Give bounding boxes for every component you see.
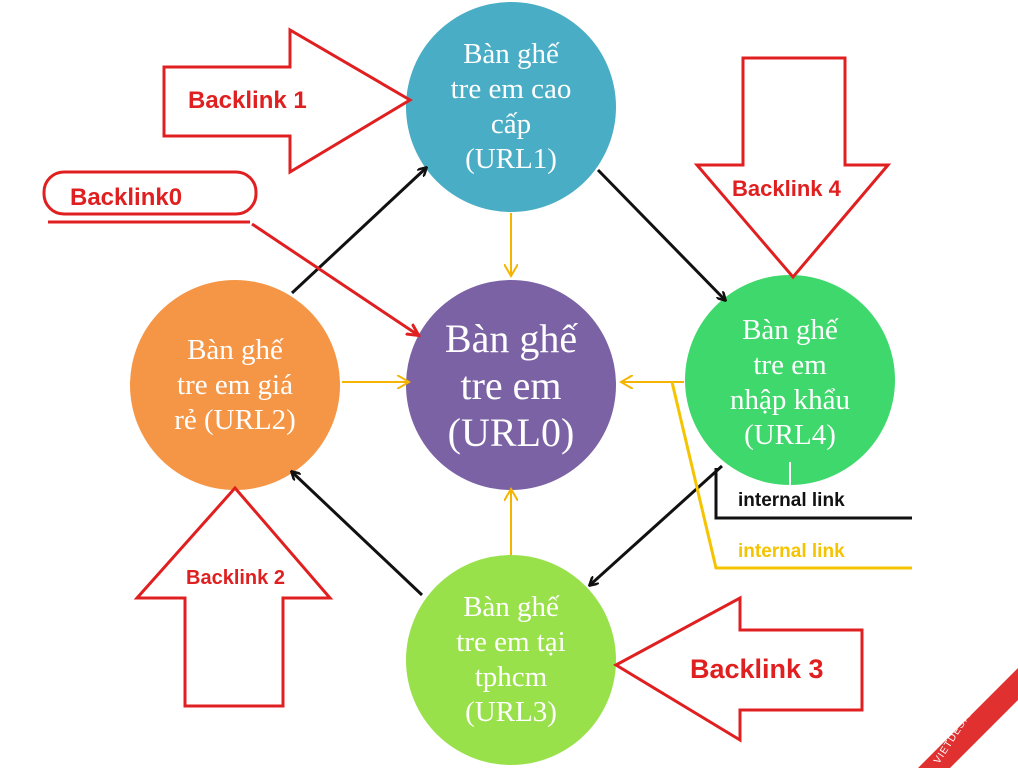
node-url3-line-2: tre em tại: [456, 626, 566, 658]
link-url4-to-url3: [590, 464, 724, 585]
node-url4-line-1: Bàn ghế: [742, 313, 838, 346]
node-url0-line-2: tre em: [460, 362, 562, 408]
node-url4-line-4: (URL4): [744, 418, 836, 451]
node-url1-line-1: Bàn ghế: [463, 38, 559, 70]
node-url2-line-2: tre em giá: [177, 368, 293, 401]
backlink1-label: Backlink 1: [188, 87, 307, 114]
node-url0-circle: [406, 280, 616, 490]
node-url1-line-4: (URL1): [465, 143, 557, 175]
legend-internal-link-yellow: internal link: [738, 541, 845, 562]
watermark-ribbon: [918, 668, 1018, 768]
node-url4-line-3: nhập khẩu: [730, 383, 850, 416]
legend-internal-link-black: internal link: [738, 490, 845, 511]
node-url4-line-2: tre em: [753, 348, 827, 381]
node-url1-line-2: tre em cao: [450, 73, 572, 105]
backlink2-block-arrow: [133, 485, 334, 708]
node-url1-line-3: cấp: [490, 108, 532, 140]
node-url3-label: Bàn ghế tre em tại tphcm (URL3): [431, 590, 591, 730]
backlink4-label: Backlink 4: [732, 176, 841, 201]
link-url3-to-url2: [292, 472, 424, 597]
node-url2-circle: [130, 280, 340, 490]
backlink4-block-arrow: [693, 56, 892, 280]
node-url4-circle: [685, 275, 895, 485]
node-url1-circle: [406, 2, 616, 212]
backlink3-label: Backlink 3: [690, 654, 824, 684]
node-url0-line-1: Bàn ghế: [444, 315, 578, 361]
node-url2-label: Bàn ghế tre em giá rẻ (URL2): [150, 330, 320, 440]
link-url2-to-url1: [290, 168, 426, 295]
node-url2-line-1: Bàn ghế: [187, 333, 283, 366]
node-url0-line-3: (URL0): [447, 409, 575, 455]
backlink0-box: [42, 170, 258, 216]
backlink3-block-arrow: [612, 595, 864, 743]
node-url3-circle: [406, 555, 616, 765]
legend-black-line: [714, 468, 912, 520]
node-url3-line-1: Bàn ghế: [463, 591, 559, 623]
link-url1-to-url4: [596, 168, 725, 300]
backlink0-arrow: [251, 222, 418, 335]
node-url4-label: Bàn ghế tre em nhập khẩu (URL4): [710, 310, 870, 455]
node-url3-line-3: tphcm: [474, 661, 548, 693]
backlink2-label: Backlink 2: [186, 567, 285, 589]
node-url3-line-4: (URL3): [465, 696, 557, 728]
backlink0-label: Backlink0: [70, 184, 183, 211]
backlink1-block-arrow: [162, 27, 413, 175]
node-url0-label: Bàn ghế tre em (URL0): [421, 312, 601, 458]
node-url1-label: Bàn ghế tre em cao cấp (URL1): [431, 37, 591, 177]
legend-yellow-line: [670, 381, 912, 570]
node-url2-line-3: rẻ (URL2): [174, 403, 296, 436]
